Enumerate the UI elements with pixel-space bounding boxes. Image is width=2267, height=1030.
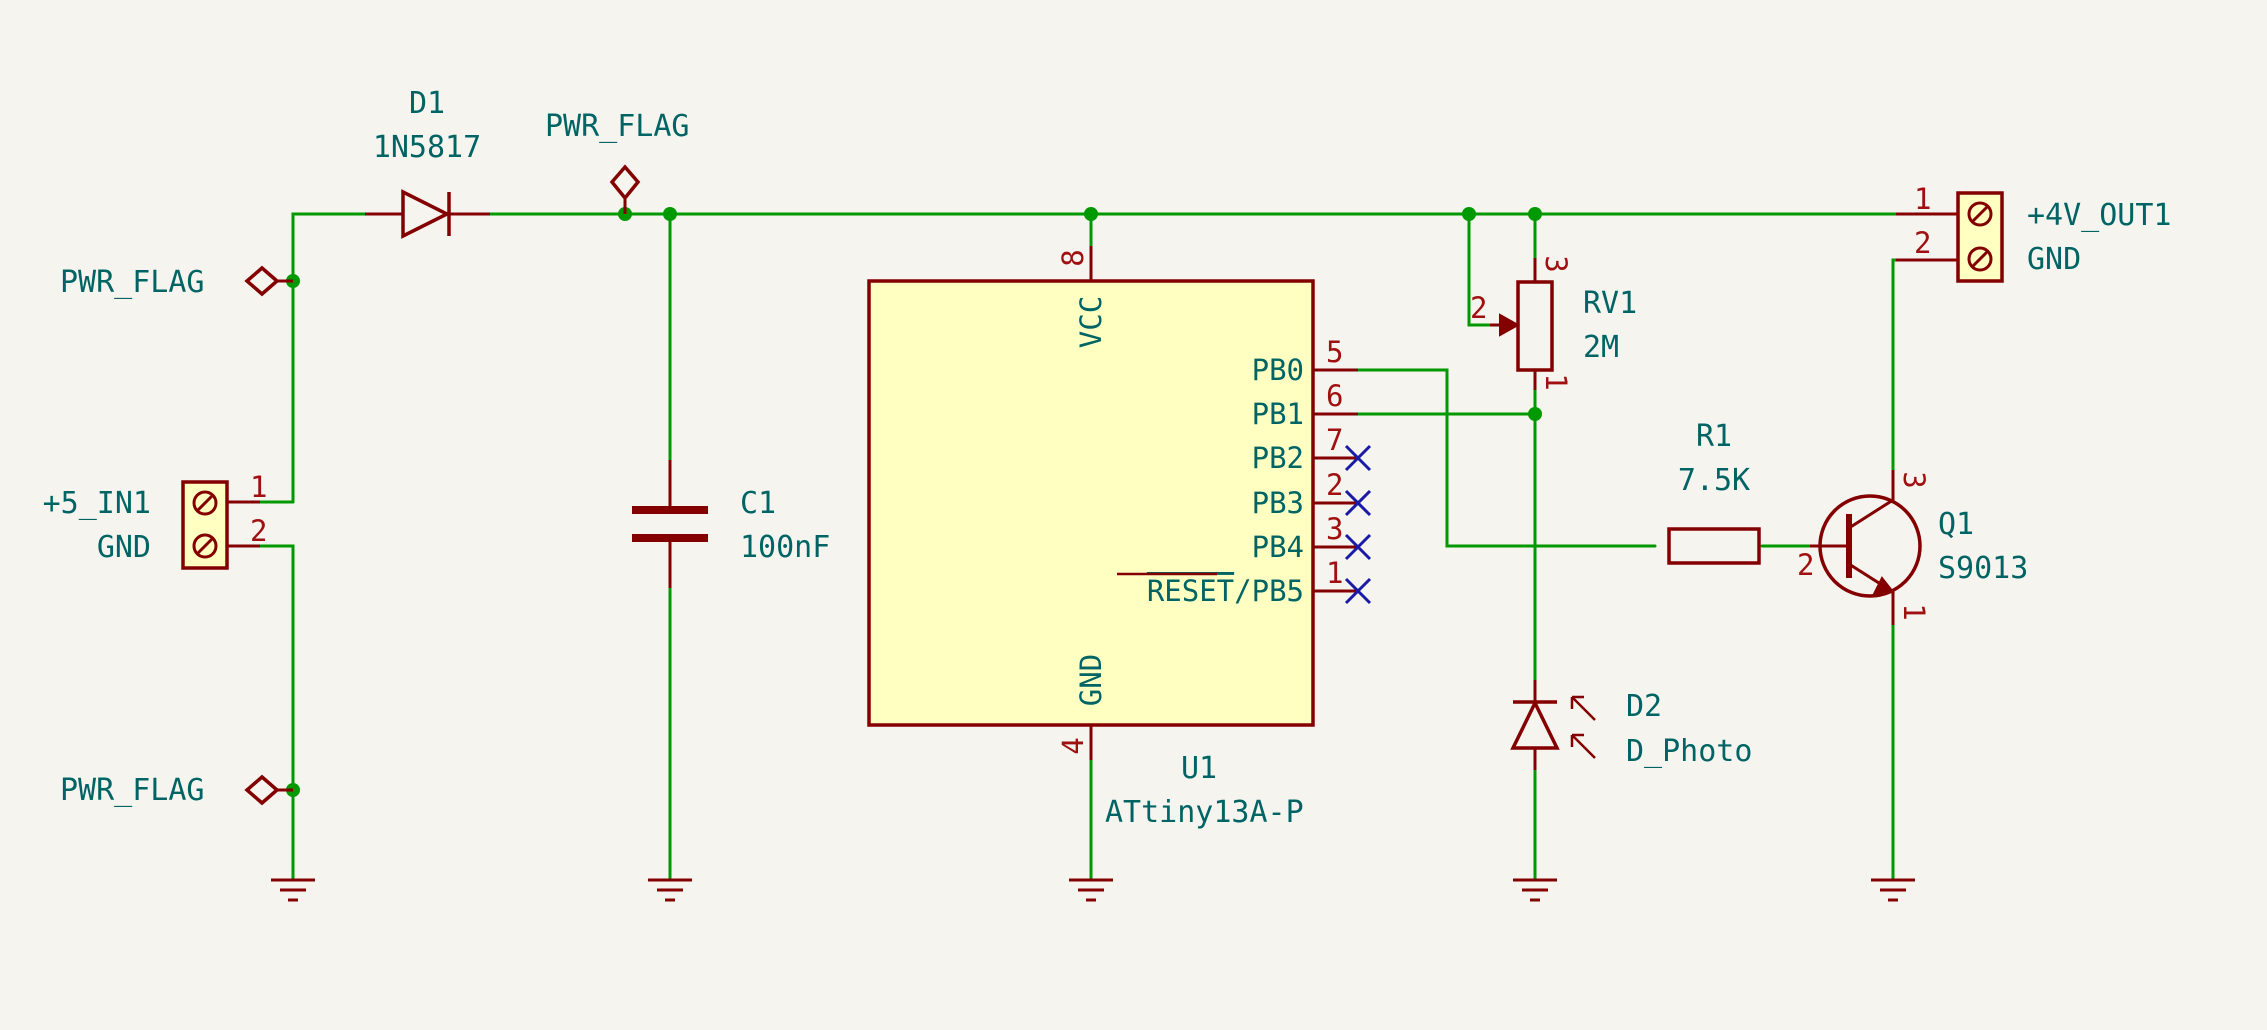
- connector-input[interactable]: 1 2 +5_IN1 GND: [43, 470, 268, 570]
- no-connect-icon: [1344, 489, 1372, 517]
- u1-pin-vcc: VCC: [1074, 296, 1108, 348]
- c1-ref: C1: [740, 486, 776, 521]
- rv1-value: 2M: [1583, 330, 1619, 365]
- u1-pin-pb5: /PB5: [1234, 574, 1304, 608]
- d2-ref: D2: [1626, 689, 1662, 724]
- pin-number: 1: [1326, 556, 1343, 590]
- screw-terminal-icon: [1967, 201, 1993, 272]
- junction-dot: [1528, 407, 1542, 421]
- pwr-flag-left-upper-label: PWR_FLAG: [60, 265, 205, 300]
- q1-ref: Q1: [1938, 507, 1974, 542]
- pin-number: 7: [1326, 423, 1343, 457]
- resistor-r1[interactable]: R1 7.5K: [1667, 419, 1761, 565]
- pin-number: 3: [1326, 512, 1343, 546]
- ground-icon: [1513, 878, 1557, 902]
- pwr-flag-top[interactable]: PWR_FLAG: [545, 109, 690, 214]
- u1-pin-pb2: PB2: [1252, 441, 1304, 475]
- wire-rv1-wiper: [1467, 212, 1492, 327]
- u1-pin-pb1: PB1: [1252, 397, 1304, 431]
- junction-dot: [1528, 207, 1542, 221]
- wire-vin-to-d1: [291, 212, 367, 504]
- no-connect-markers: [1344, 444, 1372, 605]
- ground-icon: [1069, 878, 1113, 902]
- pin-number: 2: [1326, 468, 1343, 502]
- mcu-u1[interactable]: 8 4 VCC GND PB0 PB1 PB2 PB3 PB4 RESET/PB…: [867, 246, 1358, 830]
- pwr-flag-top-label: PWR_FLAG: [545, 109, 690, 144]
- c1-value: 100nF: [740, 530, 830, 565]
- u1-pin-pb3: PB3: [1252, 486, 1304, 520]
- u1-pin-reset-pb5: RESET/PB5: [1147, 574, 1304, 608]
- screw-terminal-icon: [192, 490, 218, 559]
- connector-input-gnd-label: GND: [97, 530, 151, 565]
- wire-pb0-r1: [1356, 368, 1657, 548]
- no-connect-icon: [1344, 577, 1372, 605]
- pin-number: 4: [1056, 737, 1090, 754]
- u1-value: ATtiny13A-P: [1105, 795, 1304, 830]
- ground-icon: [1871, 878, 1915, 902]
- pin-number: 2: [1797, 548, 1814, 582]
- pwr-flag-left-lower-label: PWR_FLAG: [60, 773, 205, 808]
- rv1-ref: RV1: [1583, 286, 1637, 321]
- pin-number: 3: [1897, 471, 1931, 488]
- pwr-flag-left-lower[interactable]: PWR_FLAG: [60, 773, 293, 808]
- q1-value: S9013: [1938, 551, 2028, 586]
- u1-pin-pb4: PB4: [1252, 530, 1304, 564]
- capacitor-c1[interactable]: C1 100nF: [632, 460, 830, 588]
- pin-number: 1: [1914, 182, 1931, 216]
- pin-number: 1: [250, 470, 267, 504]
- no-connect-icon: [1344, 533, 1372, 561]
- u1-pin-gnd: GND: [1074, 654, 1108, 706]
- potentiometer-rv1[interactable]: 3 2 1 RV1 2M: [1470, 255, 1637, 390]
- transistor-q1[interactable]: 2 3 1 Q1 S9013: [1797, 470, 2028, 625]
- r1-value: 7.5K: [1678, 463, 1750, 498]
- pin-number: 1: [1897, 603, 1931, 620]
- pin-number: 6: [1326, 379, 1343, 413]
- pin-number: 2: [250, 514, 267, 548]
- pin-number: 2: [1470, 291, 1487, 325]
- ground-icon: [648, 878, 692, 902]
- photodiode-d2[interactable]: D2 D_Photo: [1510, 680, 1752, 770]
- wire-j-in-gnd: [258, 544, 295, 882]
- light-arrows-icon: [1570, 695, 1596, 759]
- no-connect-icon: [1344, 444, 1372, 472]
- pin-number: 1: [1539, 373, 1573, 390]
- junctions: [286, 207, 1542, 797]
- connector-output-label: +4V_OUT1: [2027, 198, 2172, 233]
- d1-ref: D1: [409, 86, 445, 121]
- diode-d1[interactable]: D1 1N5817: [365, 86, 490, 239]
- connector-input-label: +5_IN1: [43, 486, 151, 521]
- r1-ref: R1: [1696, 419, 1732, 454]
- junction-dot: [1084, 207, 1098, 221]
- pwr-flag-left-upper[interactable]: PWR_FLAG: [60, 265, 293, 300]
- u1-pin-pb0: PB0: [1252, 353, 1304, 387]
- connector-output[interactable]: 1 2 +4V_OUT1 GND: [1896, 182, 2172, 283]
- u1-ref: U1: [1181, 751, 1217, 786]
- pin-number: 3: [1539, 255, 1573, 272]
- pin-number: 8: [1056, 249, 1090, 266]
- junction-dot: [663, 207, 677, 221]
- pin-number: 5: [1326, 335, 1343, 369]
- junction-dot: [1462, 207, 1476, 221]
- connector-output-gnd-label: GND: [2027, 242, 2081, 277]
- wires: [258, 212, 1898, 882]
- ground-symbols: [271, 878, 1915, 902]
- wire-q1-collector: [1891, 258, 1898, 472]
- ground-icon: [271, 878, 315, 902]
- d2-value: D_Photo: [1626, 734, 1752, 769]
- pin-number: 2: [1914, 226, 1931, 260]
- u1-pin-reset: RESET: [1147, 574, 1234, 608]
- d1-value: 1N5817: [373, 130, 481, 165]
